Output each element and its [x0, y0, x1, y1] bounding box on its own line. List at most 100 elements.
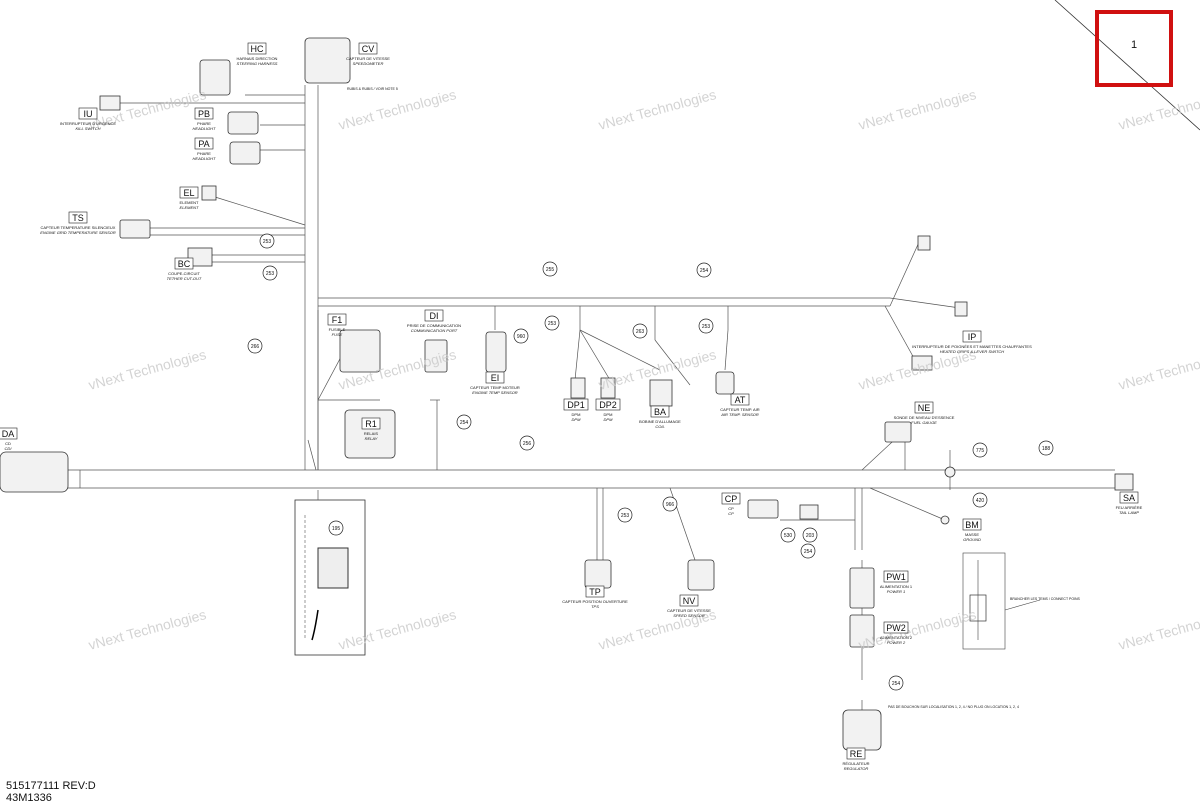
wire-length-marker: 254: [888, 675, 904, 691]
connector-dp2-label-fr: DPM: [604, 412, 613, 417]
connector-da-code-box: [0, 427, 18, 440]
connector-ei-label-fr: CAPTEUR TEMP MOTEUR: [470, 385, 520, 390]
wire-length-marker: 254: [456, 414, 472, 430]
connector-ne-code: NE: [918, 403, 931, 413]
wire-length-marker: 253: [262, 265, 278, 281]
connector-f1-label-en: FUSE: [332, 332, 343, 337]
wire-length-circle: [972, 442, 988, 458]
wire-length-circle: [888, 675, 904, 691]
connector-nv-label-fr: CAPTEUR DE VITESSE: [667, 608, 711, 613]
connector-iu-label-fr: INTERRUPTEUR D'URGENCE: [60, 121, 116, 126]
connector-pa-label-en: HEADLIGHT: [193, 156, 216, 161]
wire-length-marker: 253: [259, 233, 275, 249]
connector-hc-label-fr: HARNAIS DIRECTION: [237, 56, 278, 61]
connector-ne-label-fr: SONDE DE NIVEAU D'ESSENCE: [894, 415, 955, 420]
connector-shapes: [0, 37, 1134, 751]
top-right-connector-shape: [917, 235, 931, 251]
ts-connector-shape: [119, 219, 151, 239]
diagram-code: 43M1336: [6, 792, 52, 804]
connector-da-code: DA: [2, 429, 15, 439]
wire-length-circle: [662, 496, 678, 512]
connector-at-label-fr: CAPTEUR TEMP. AIR: [720, 407, 760, 412]
wire-length-value: 960: [517, 334, 526, 340]
connector-bm-code: BM: [965, 520, 979, 530]
connector-tp-label-en: TPS: [591, 604, 599, 609]
ip2-connector-shape: [954, 301, 968, 317]
wire-length-circle: [262, 265, 278, 281]
connector-el-code: EL: [183, 188, 194, 198]
connector-f1-code: F1: [332, 315, 343, 325]
wire-length-circle: [800, 543, 816, 559]
wire-length-marker: 253: [544, 315, 560, 331]
nv-connector-shape: [687, 559, 715, 591]
connector-bc-label-fr: COUPE-CIRCUIT: [168, 271, 200, 276]
connector-di-code-box: [424, 309, 444, 322]
wire-length-value: 254: [804, 549, 813, 555]
connector-tp-code-box: [585, 585, 605, 598]
wire-length-circle: [780, 527, 796, 543]
cv-note: RUBIS & RUBIS / VOIR NOTE 5: [347, 87, 398, 91]
connector-nv-code: NV: [683, 596, 696, 606]
wire-length-marker: 188: [1038, 440, 1054, 456]
connector-re-code: RE: [850, 749, 863, 759]
connector-pa-code-box: [194, 137, 214, 150]
connector-pw2-label-en: POWER 2: [887, 640, 906, 645]
cp-connector-shape: [747, 499, 779, 519]
pa-connector-shape: [229, 141, 261, 165]
wire-length-value: 188: [1042, 446, 1051, 452]
wire-length-circle: [544, 315, 560, 331]
wire-length-marker: 255: [542, 261, 558, 277]
connector-pb-code-box: [194, 107, 214, 120]
connector-re-label-fr: RÉGULATEUR: [842, 761, 869, 766]
wire-length-value: 256: [523, 441, 532, 447]
wires: [0, 85, 1115, 710]
da-connector-shape: [0, 451, 69, 493]
wire-length-marker: 266: [247, 338, 263, 354]
connector-iu-code: IU: [84, 109, 93, 119]
wire-length-circle: [802, 527, 818, 543]
wire-length-value: 203: [806, 533, 815, 539]
connector-ip-label-fr: INTERRUPTEUR DE POIGNÉES ET MANETTES CHA…: [912, 344, 1032, 349]
wire-length-circle: [542, 261, 558, 277]
connector-ts-label-en: ENGINE GRID TEMPERATURE SENSOR: [40, 230, 116, 235]
connector-tp-label-fr: CAPTEUR POSITION OUVERTURE: [562, 599, 628, 604]
relay-box-component: [317, 547, 349, 589]
wire-length-value: 263: [636, 329, 645, 335]
connector-hc-code: HC: [251, 44, 264, 54]
wire-length-marker: 253: [617, 507, 633, 523]
wire-length-circle: [247, 338, 263, 354]
wire-length-marker: 253: [698, 318, 714, 334]
connector-cv-code-box: [358, 42, 378, 55]
connector-ts-code-box: [68, 211, 88, 224]
wire-length-circle: [328, 520, 344, 536]
re-connector-shape: [842, 709, 882, 751]
cp2-connector-shape: [799, 504, 819, 520]
watermark-text: vNext Technologies: [87, 346, 208, 393]
connector-cv-label-en: SPEEDOMETER: [353, 61, 384, 66]
wire-length-marker: 263: [632, 323, 648, 339]
wire-length-circle: [696, 262, 712, 278]
wire-length-value: 253: [266, 271, 275, 277]
connector-ts-label-fr: CAPTEUR TEMPERATURE SILENCIEUX: [41, 225, 116, 230]
f1-connector-shape: [339, 329, 381, 373]
connector-pw1-code-box: [883, 570, 909, 583]
wire-length-value: 253: [702, 324, 711, 330]
connector-bm-label-en: GROUND: [963, 537, 981, 542]
connector-ne-label-en: FUEL GAUGE: [911, 420, 937, 425]
wire-length-marker: 203: [802, 527, 818, 543]
pw2-connector-shape: [849, 614, 875, 648]
connector-iu-label-en: KILL SWITCH: [75, 126, 100, 131]
connector-el-code-box: [179, 186, 199, 199]
connector-pb-code: PB: [198, 109, 210, 119]
connector-ne-code-box: [914, 401, 934, 414]
wire-length-marker: 966: [662, 496, 678, 512]
ne-ground-ring: [944, 466, 956, 478]
